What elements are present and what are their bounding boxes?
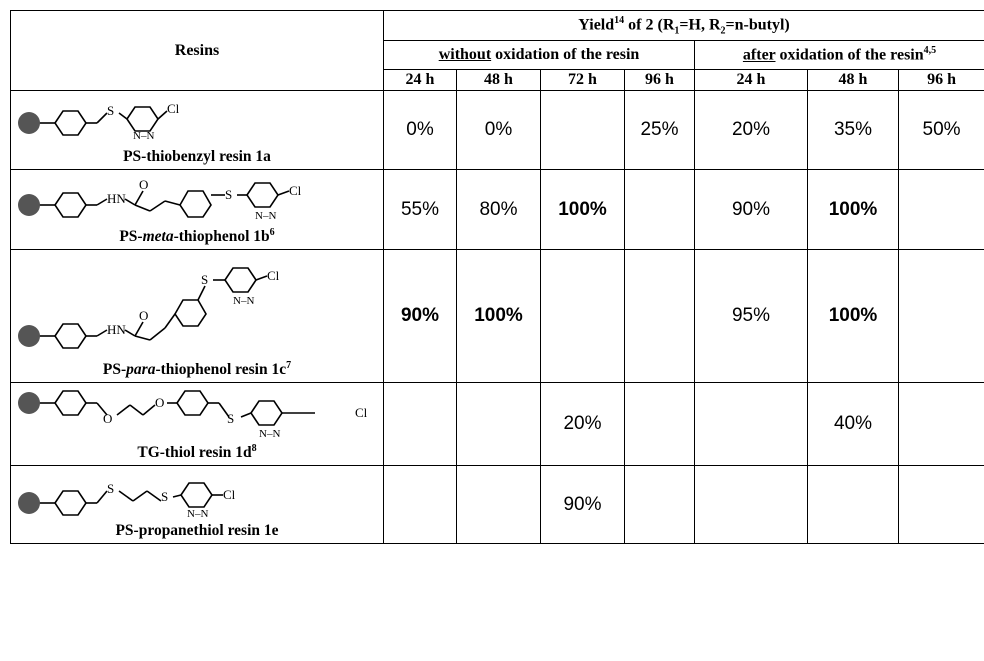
resin-label: PS-para-thiophenol resin 1c7	[102, 360, 292, 379]
time-col-2: 72 h	[540, 69, 625, 91]
yield-cell: 40%	[807, 382, 899, 467]
yield-cell: 20%	[540, 382, 625, 467]
resin-bead-icon	[18, 111, 40, 134]
svg-text:S: S	[107, 481, 114, 496]
resins-header: Resins	[10, 10, 384, 91]
svg-text:O: O	[139, 177, 148, 192]
time-col-5: 48 h	[807, 69, 899, 91]
yield-cell	[624, 248, 695, 384]
table-row: HN O S N–N Cl PS-para-thiophenol resin 1…	[10, 248, 984, 384]
resin-cell: HN O S N–N Cl PS-meta-thiophenol 1b6	[10, 169, 384, 250]
svg-text:Cl: Cl	[289, 183, 302, 198]
resin-bead-icon	[18, 193, 40, 216]
yield-cell	[540, 90, 625, 170]
yield-cell	[624, 169, 695, 250]
yield-cell	[624, 382, 695, 467]
svg-text:N–N: N–N	[255, 210, 276, 222]
yield-cell	[694, 465, 808, 545]
svg-text:HN: HN	[107, 322, 126, 337]
yield-cell	[897, 465, 984, 545]
time-col-0: 24 h	[383, 69, 457, 91]
resin-label: PS-thiobenzyl resin 1a	[123, 148, 271, 165]
yield-cell	[540, 248, 625, 384]
resin-bead-icon	[18, 392, 40, 415]
yield-cell: 100%	[807, 248, 899, 384]
svg-text:N–N: N–N	[133, 130, 154, 142]
table-row: O O S N–N Cl TG-thiol resin 1d8 20% 40%	[10, 382, 984, 467]
yield-cell: 90%	[694, 169, 808, 250]
svg-text:N–N: N–N	[259, 428, 280, 440]
yield-cell: 100%	[540, 169, 625, 250]
structure-1e: S S N–N Cl	[18, 481, 236, 520]
yield-cell: 80%	[456, 169, 541, 250]
structure-1a: S N–N Cl	[18, 101, 180, 142]
yield-cell	[456, 465, 541, 545]
after-oxidation-header: after oxidation of the resin4,5	[693, 40, 984, 70]
svg-text:Cl: Cl	[355, 405, 368, 420]
svg-text:O: O	[139, 308, 148, 323]
svg-text:N–N: N–N	[233, 295, 254, 307]
yield-cell: 0%	[456, 90, 541, 170]
structure-1c: HN O S N–N Cl	[18, 267, 280, 349]
svg-text:S: S	[225, 187, 232, 202]
resin-cell: S S N–N Cl PS-propanethiol resin 1e	[10, 465, 384, 545]
svg-text:S: S	[161, 489, 168, 504]
svg-text:S: S	[107, 103, 114, 118]
svg-text:S: S	[201, 272, 208, 287]
svg-text:Cl: Cl	[167, 101, 180, 116]
yield-cell: 25%	[624, 90, 695, 170]
yield-cell: 35%	[807, 90, 899, 170]
yield-cell: 100%	[807, 169, 899, 250]
yield-cell	[383, 465, 457, 545]
yield-cell	[807, 465, 899, 545]
yield-cell: 55%	[383, 169, 457, 250]
time-col-6: 96 h	[897, 69, 984, 91]
yield-header: Yield14 of 2 (R1=H, R2=n-butyl)	[382, 10, 984, 41]
resin-label: PS-meta-thiophenol 1b6	[119, 226, 275, 245]
svg-text:Cl: Cl	[223, 487, 236, 502]
yield-cell: 100%	[456, 248, 541, 384]
yield-cell	[383, 382, 457, 467]
resin-bead-icon	[18, 325, 40, 347]
time-col-1: 48 h	[456, 69, 541, 91]
yield-cell: 20%	[694, 90, 808, 170]
svg-text:Cl: Cl	[267, 268, 280, 283]
without-oxidation-header: without oxidation of the resin	[383, 40, 695, 70]
svg-text:O: O	[103, 411, 112, 426]
structure-1b: HN O S N–N Cl	[18, 177, 302, 222]
svg-text:O: O	[155, 395, 164, 410]
structure-1d: O O S N–N Cl	[18, 390, 368, 440]
resin-label: PS-propanethiol resin 1e	[115, 522, 279, 540]
svg-text:HN: HN	[107, 191, 126, 206]
yield-cell: 90%	[540, 465, 625, 545]
yield-cell: 50%	[897, 90, 984, 170]
yield-cell: 0%	[383, 90, 457, 170]
yield-cell	[897, 382, 984, 467]
results-table: Resins Yield14 of 2 (R1=H, R2=n-butyl) w…	[10, 10, 984, 545]
table-row: S S N–N Cl PS-propanethiol resin 1e 90%	[10, 465, 984, 545]
yield-cell	[694, 382, 808, 467]
resin-cell: S N–N Cl PS-thiobenzyl resin 1a	[10, 90, 384, 170]
yield-cell	[897, 169, 984, 250]
resin-cell: HN O S N–N Cl PS-para-thiophenol resin 1…	[10, 248, 384, 384]
yield-cell	[624, 465, 695, 545]
svg-text:S: S	[227, 411, 234, 426]
resin-bead-icon	[18, 492, 40, 515]
resin-cell: O O S N–N Cl TG-thiol resin 1d8	[10, 382, 384, 467]
yield-cell	[456, 382, 541, 467]
yield-cell: 95%	[694, 248, 808, 384]
time-col-3: 96 h	[624, 69, 695, 91]
yield-cell	[897, 248, 984, 384]
svg-text:N–N: N–N	[187, 508, 208, 520]
resin-label: TG-thiol resin 1d8	[137, 443, 257, 462]
yield-cell: 90%	[383, 248, 457, 384]
time-col-4: 24 h	[694, 69, 808, 91]
